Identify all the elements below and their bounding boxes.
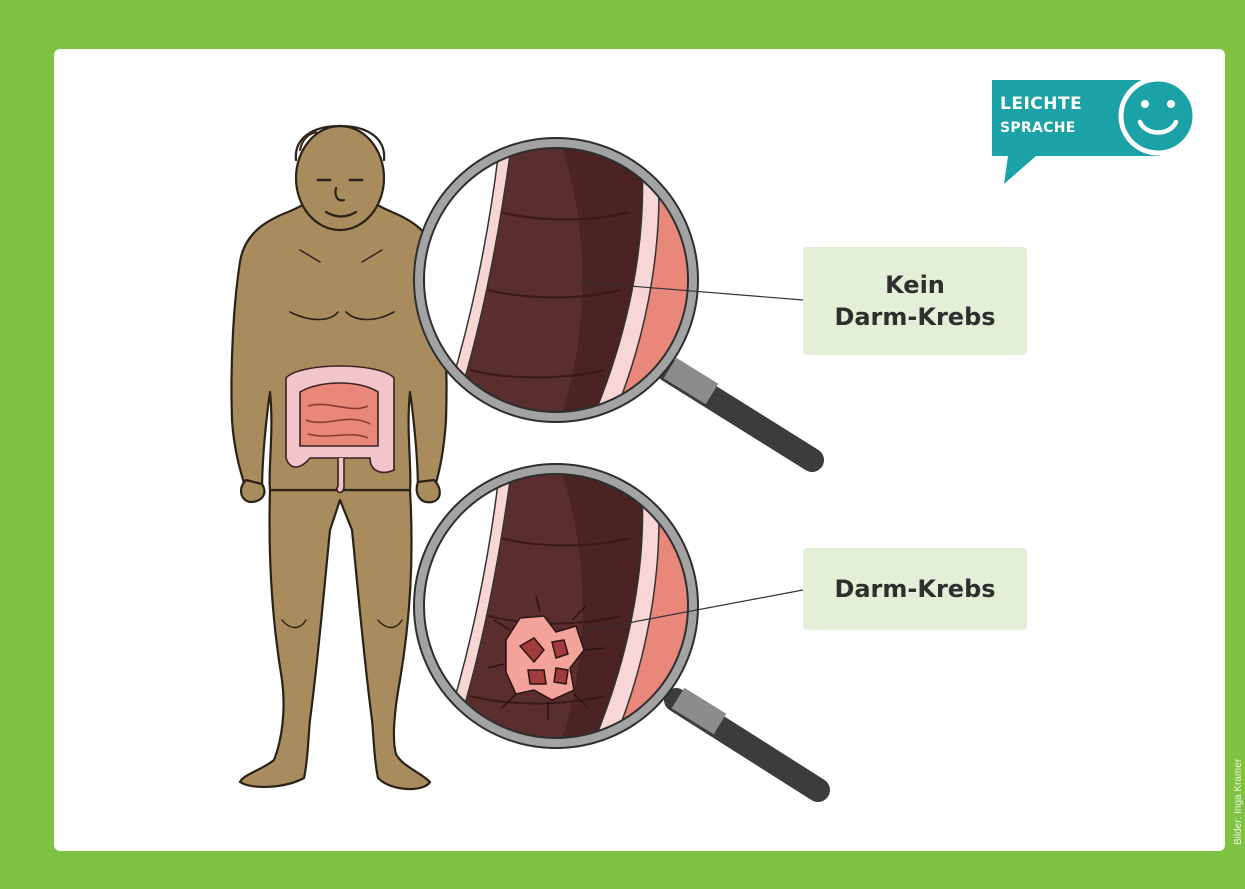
badge-line-2: SPRACHE: [1000, 118, 1076, 138]
label-no-cancer-line-1: Kein: [834, 269, 995, 301]
smiley-icon: [1121, 79, 1195, 153]
magnifier-bottom: [414, 464, 818, 790]
magnifier-top: [414, 138, 812, 460]
label-no-cancer: Kein Darm-Krebs: [803, 247, 1027, 355]
badge-line-1: LEICHTE: [1000, 94, 1082, 114]
label-cancer: Darm-Krebs: [803, 548, 1027, 630]
label-no-cancer-line-2: Darm-Krebs: [834, 301, 995, 333]
label-cancer-text: Darm-Krebs: [834, 573, 995, 605]
image-credit: Bilder: Inga Kramer: [1233, 759, 1244, 845]
